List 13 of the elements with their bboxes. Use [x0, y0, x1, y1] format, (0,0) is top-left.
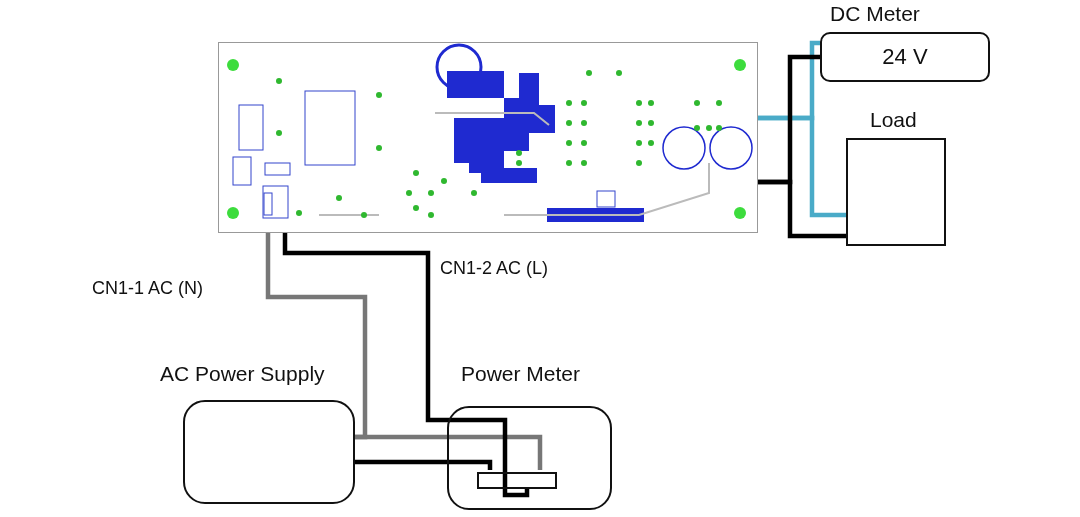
wire: [758, 179, 846, 239]
wire-label: CN1-1 AC (N): [90, 278, 205, 299]
wire: [355, 434, 543, 470]
box-title: Load: [870, 108, 917, 132]
box-title: DC Meter: [830, 2, 920, 26]
circuit-board-drawing: [218, 42, 758, 233]
box-title: AC Power Supply: [160, 362, 325, 386]
reading-text: 24 V: [882, 44, 928, 70]
terminal-block: [477, 472, 557, 489]
box-title: Power Meter: [461, 362, 581, 386]
wire: [355, 459, 493, 470]
wire: [758, 115, 846, 218]
wire: [282, 233, 530, 498]
